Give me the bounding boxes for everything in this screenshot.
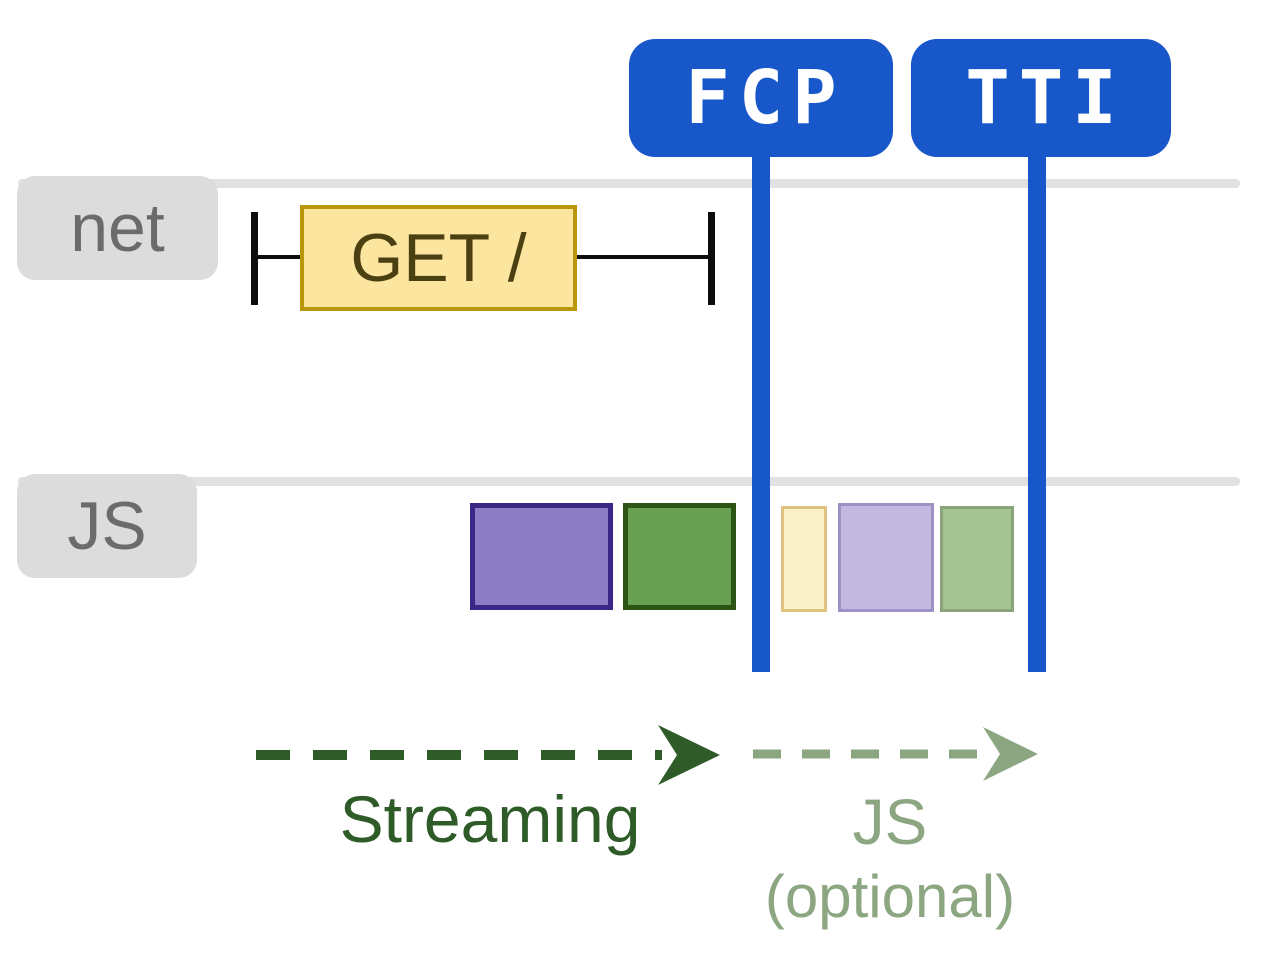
js-task-purple bbox=[470, 503, 613, 610]
get-request-label: GET / bbox=[350, 220, 527, 296]
js-task-green bbox=[623, 503, 736, 610]
js-task-yellow-faded bbox=[781, 506, 827, 612]
net-lane-label: net bbox=[17, 176, 218, 280]
get-request-box: GET / bbox=[300, 205, 577, 311]
js-optional-caption: JS bbox=[740, 786, 1040, 860]
tti-badge-text: TTI bbox=[965, 55, 1126, 141]
js-optional-subcaption-text: (optional) bbox=[764, 863, 1016, 930]
net-lane-rail bbox=[18, 179, 1240, 188]
fcp-badge-text: FCP bbox=[685, 55, 846, 141]
streaming-caption-text: Streaming bbox=[339, 782, 641, 856]
streaming-arrow-icon bbox=[256, 725, 720, 785]
js-task-purple-faded bbox=[838, 503, 934, 612]
js-optional-subcaption: (optional) bbox=[700, 862, 1080, 931]
request-end-tick bbox=[708, 212, 715, 305]
js-lane-label: JS bbox=[17, 474, 197, 578]
net-lane-label-text: net bbox=[70, 190, 165, 266]
js-optional-caption-text: JS bbox=[852, 786, 928, 858]
tti-badge: TTI bbox=[911, 39, 1171, 157]
fcp-marker-line bbox=[752, 148, 770, 672]
js-lane-rail bbox=[18, 477, 1240, 486]
streaming-caption: Streaming bbox=[240, 782, 740, 858]
js-task-green-faded bbox=[940, 506, 1014, 612]
js-optional-arrow-icon bbox=[753, 727, 1038, 781]
fcp-badge: FCP bbox=[629, 39, 893, 157]
tti-marker-line bbox=[1028, 148, 1046, 672]
js-lane-label-text: JS bbox=[67, 488, 147, 564]
